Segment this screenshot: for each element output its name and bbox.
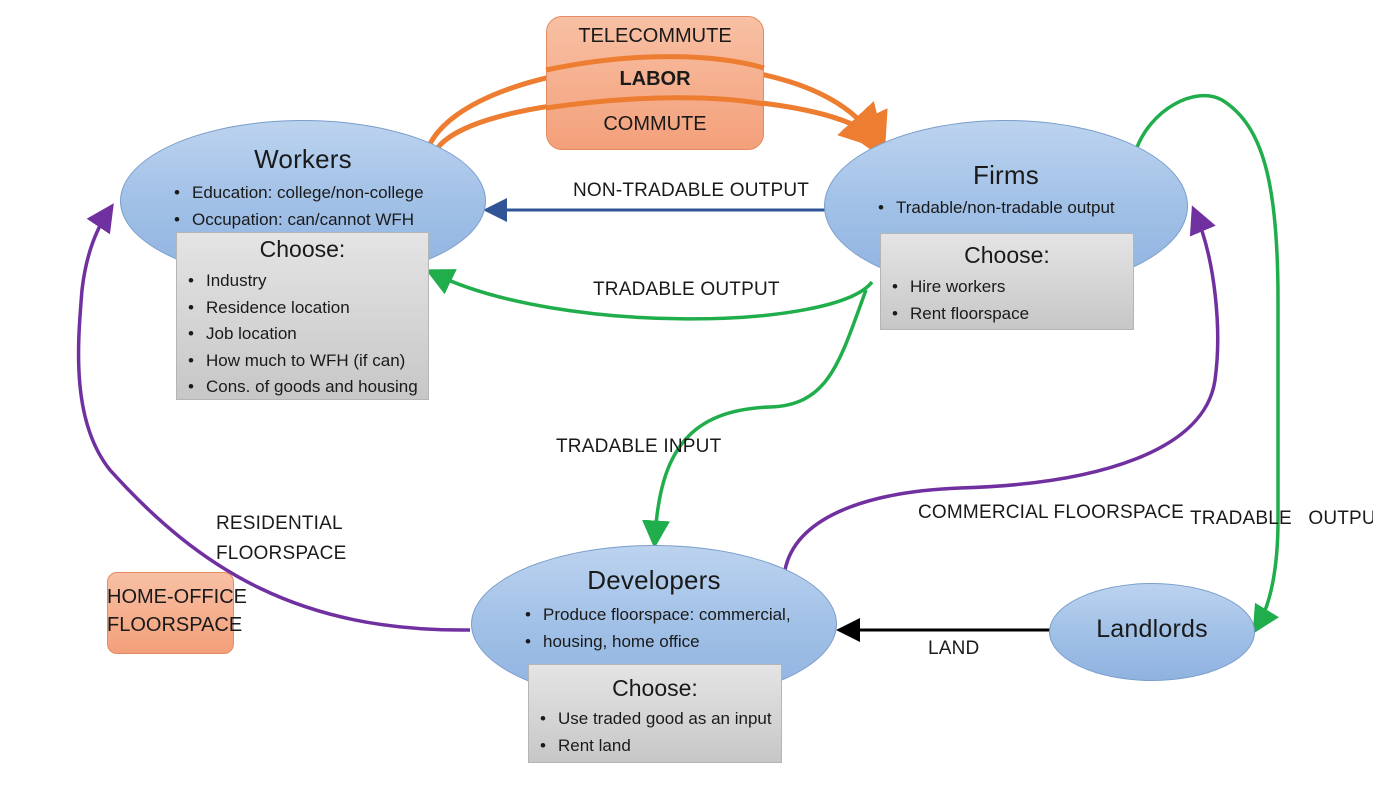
tradable-input-arrow xyxy=(642,289,868,549)
land-label: LAND xyxy=(928,638,980,659)
non-tradable-output-label: NON-TRADABLE OUTPUT xyxy=(573,180,810,201)
developers-choice: Rent land xyxy=(536,733,772,760)
workers-title: Workers xyxy=(254,144,352,174)
developers-title: Developers xyxy=(587,565,721,595)
developers-attribute: housing, home office xyxy=(521,629,791,656)
workers-choice: Job location xyxy=(184,321,418,348)
residential-floorspace-arrow xyxy=(76,203,471,632)
home-office-label-line1: HOME-OFFICE xyxy=(107,586,247,608)
firms-choice: Hire workers xyxy=(888,274,1029,301)
developers-attribute: Produce floorspace: commercial, xyxy=(521,602,791,629)
residential-label-line2: FLOORSPACE xyxy=(216,543,347,564)
developers-attributes: Produce floorspace: commercial, housing,… xyxy=(521,602,791,655)
home-office-label-line2: FLOORSPACE xyxy=(107,614,243,636)
firms-attributes: Tradable/non-tradable output xyxy=(874,195,1115,222)
developers-choice: Use traded good as an input xyxy=(536,706,772,733)
developers-choose-title: Choose: xyxy=(612,675,698,701)
workers-attribute: Occupation: can/cannot WFH xyxy=(170,207,424,234)
workers-choice: Industry xyxy=(184,268,418,295)
tradable-output-landlords-label: TRADABLE OUTPUT xyxy=(1190,508,1373,529)
landlords-node xyxy=(1049,583,1255,681)
workers-attribute: Education: college/non-college xyxy=(170,180,424,207)
firms-choice: Rent floorspace xyxy=(888,301,1029,328)
tradable-output-workers-label: TRADABLE OUTPUT xyxy=(593,279,780,300)
landlords-title: Landlords xyxy=(1096,615,1208,643)
workers-choice: Residence location xyxy=(184,295,418,322)
commute-label: COMMUTE xyxy=(603,113,707,135)
firms-choose-title: Choose: xyxy=(964,242,1050,268)
workers-choose-list: Industry Residence location Job location… xyxy=(184,268,418,401)
residential-label-line1: RESIDENTIAL xyxy=(216,513,343,534)
commercial-floorspace-arrow xyxy=(783,205,1220,571)
workers-choice: Cons. of goods and housing xyxy=(184,374,418,401)
workers-attributes: Education: college/non-college Occupatio… xyxy=(170,180,424,233)
firms-choose-list: Hire workers Rent floorspace xyxy=(888,274,1029,327)
workers-choose-title: Choose: xyxy=(259,236,346,262)
tradable-input-label: TRADABLE INPUT xyxy=(556,436,722,457)
tradable-output-to-workers-arrow xyxy=(425,269,874,321)
tradable-output-to-landlords-arrow xyxy=(1134,93,1280,635)
telecommute-label: TELECOMMUTE xyxy=(578,25,732,47)
commercial-floorspace-label: COMMERCIAL FLOORSPACE xyxy=(918,502,1185,523)
home-office-box xyxy=(107,572,234,654)
firms-title: Firms xyxy=(973,160,1039,190)
firms-attribute: Tradable/non-tradable output xyxy=(874,195,1115,222)
developers-choose-list: Use traded good as an input Rent land xyxy=(536,706,772,759)
labor-label: LABOR xyxy=(619,68,691,90)
workers-choice: How much to WFH (if can) xyxy=(184,348,418,375)
labor-box xyxy=(546,16,764,150)
